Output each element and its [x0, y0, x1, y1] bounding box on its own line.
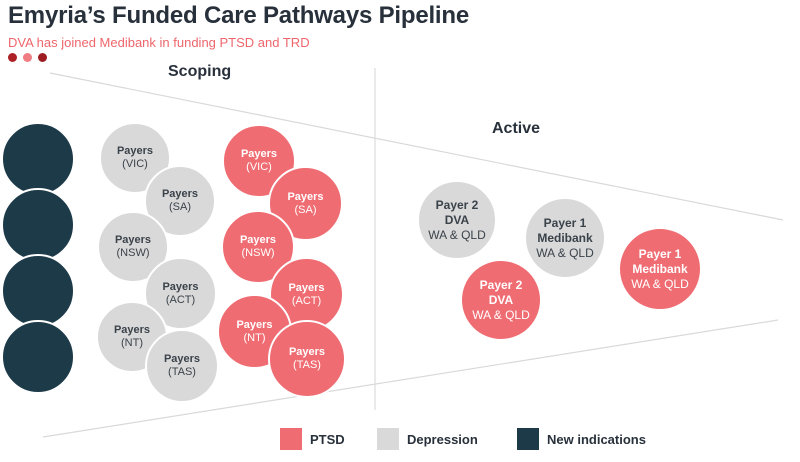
active-depression-circle-dva: Payer 2 DVA WA & QLD [417, 180, 497, 260]
page-subtitle: DVA has joined Medibank in funding PTSD … [8, 35, 310, 50]
page-title: Emyria’s Funded Care Pathways Pipeline [8, 2, 470, 29]
circle-label: Payers [240, 148, 278, 160]
legend-label: New indications [547, 431, 646, 447]
depression-swatch-icon [377, 428, 399, 450]
circle-sublabel: (ACT) [165, 293, 196, 306]
circle-sublabel: (TAS) [293, 359, 321, 371]
circle-sublabel: (NSW) [241, 247, 275, 259]
accent-dot-icon [38, 53, 47, 62]
funnel-bottom-line [42, 319, 779, 438]
stage-label-active: Active [492, 120, 541, 137]
circle-sublabel: (ACT) [291, 294, 322, 307]
legend-item-ptsd: PTSD [280, 428, 345, 450]
legend-label: Depression [407, 431, 478, 447]
circle-label: Payer 2 [479, 277, 523, 292]
legend-item-depression: Depression [377, 428, 478, 450]
circle-label: Payer 1 [638, 246, 682, 261]
circle-regions: WA & QLD [536, 245, 594, 260]
circle-sublabel: (TAS) [168, 366, 196, 378]
active-ptsd-circle-dva: Payer 2 DVA WA & QLD [460, 259, 542, 341]
new-indication-circle [1, 254, 75, 328]
circle-regions: WA & QLD [631, 276, 689, 291]
circle-regions: WA & QLD [428, 227, 486, 242]
circle-payer: Medibank [632, 261, 688, 276]
new-indications-swatch-icon [517, 428, 539, 450]
circle-sublabel: (VIC) [246, 161, 272, 173]
circle-sublabel: (NT) [121, 337, 143, 349]
circle-label: Payers [162, 280, 199, 293]
circle-label: Payers [239, 234, 277, 246]
circle-payer: DVA [444, 212, 470, 227]
circle-sublabel: (NT) [243, 331, 266, 344]
circle-label: Payers [163, 353, 201, 365]
circle-label: Payers [113, 324, 151, 336]
stage-label-scoping: Scoping [168, 63, 232, 80]
circle-sublabel: (SA) [294, 203, 317, 216]
circle-sublabel: (SA) [169, 201, 191, 213]
circle-label: Payers [236, 318, 273, 331]
accent-dots [8, 53, 47, 62]
circle-label: Payer 2 [435, 197, 479, 212]
circle-label: Payer 1 [543, 215, 587, 230]
circle-label: Payers [114, 234, 152, 246]
funnel-top-line [49, 72, 784, 221]
scoping-depression-circle-tas: Payers (TAS) [145, 329, 219, 403]
circle-label: Payers [287, 190, 324, 203]
circle-payer: DVA [488, 292, 514, 307]
circle-label: Payers [116, 145, 154, 157]
new-indication-circle [1, 320, 75, 394]
circle-label: Payers [288, 281, 325, 294]
accent-dot-icon [23, 53, 32, 62]
scoping-depression-circle-sa: Payers (SA) [144, 165, 216, 237]
active-depression-circle-medibank: Payer 1 Medibank WA & QLD [524, 197, 606, 279]
scoping-ptsd-circle-vic: Payers (VIC) [222, 124, 296, 198]
ptsd-swatch-icon [280, 428, 302, 450]
scoping-ptsd-circle-tas: Payers (TAS) [268, 320, 346, 398]
circle-sublabel: (NSW) [116, 247, 150, 259]
circle-label: Payers [288, 346, 326, 358]
circle-regions: WA & QLD [472, 307, 530, 322]
scoping-ptsd-circle-sa: Payers (SA) [268, 166, 343, 241]
new-indication-circle [1, 188, 75, 262]
circle-sublabel: (VIC) [122, 158, 148, 170]
circle-payer: Medibank [537, 230, 593, 245]
accent-dot-icon [8, 53, 17, 62]
active-ptsd-circle-medibank: Payer 1 Medibank WA & QLD [618, 227, 702, 311]
legend-label: PTSD [310, 431, 345, 447]
legend-item-new-indications: New indications [517, 428, 646, 450]
circle-label: Payers [161, 188, 199, 200]
new-indication-circle [1, 122, 75, 196]
